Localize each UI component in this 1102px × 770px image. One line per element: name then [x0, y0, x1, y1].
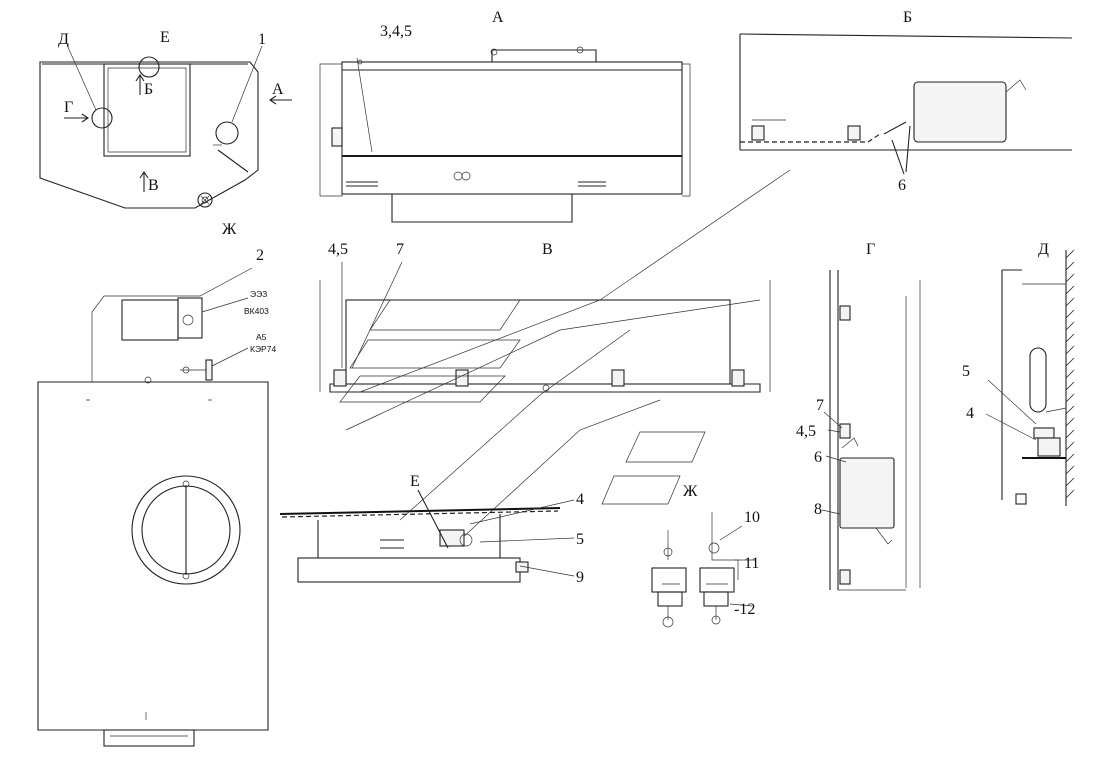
plan-view: Д Е 1 Г Б А В Ж [39, 29, 292, 238]
view-e-title: Е [410, 473, 420, 490]
callout-10: 10 [744, 509, 760, 526]
view-d-title: Д [1038, 241, 1049, 258]
wall-hatching [1065, 249, 1075, 499]
view-a: А 3,4,5 [319, 9, 691, 223]
wire-tag-1-top: ЭЭЗ [250, 289, 267, 299]
wiring-sketch: 2 ЭЭЗ ВК403 А5 КЭР74 [91, 247, 276, 384]
callout-12: -12 [734, 601, 755, 618]
callout-8-g: 8 [814, 501, 822, 518]
view-b: Б 6 [739, 9, 1073, 194]
marker-v: В [148, 177, 159, 194]
view-d: Д 5 4 [962, 241, 1075, 506]
callout-2: 2 [256, 247, 264, 264]
view-zh-title: Ж [683, 483, 698, 500]
marker-g: Г [64, 99, 73, 116]
marker-e: Е [160, 29, 170, 46]
lower-left-plate [37, 381, 269, 747]
view-v-title: В [542, 241, 553, 258]
wire-tag-1-bottom: ВК403 [244, 306, 269, 316]
wire-tag-2-bottom: КЭР74 [250, 344, 276, 354]
callout-4-d: 4 [966, 405, 974, 422]
view-v: В 4,5 7 [319, 169, 791, 541]
view-a-title: А [492, 9, 504, 26]
callout-345: 3,4,5 [380, 23, 412, 40]
callout-11: 11 [744, 555, 759, 572]
callout-9-e: 9 [576, 569, 584, 586]
wire-tag-2-top: А5 [256, 332, 267, 342]
view-g: Г 7 4,5 6 8 [796, 241, 921, 591]
marker-zh: Ж [222, 221, 237, 238]
callout-1: 1 [258, 31, 266, 48]
callout-7-v: 7 [396, 241, 404, 258]
view-e: Е 4 5 9 [279, 473, 584, 586]
view-zh: Ж 10 11 -12 [651, 483, 760, 628]
view-g-title: Г [866, 241, 875, 258]
marker-a: А [272, 81, 284, 98]
view-b-title: Б [903, 9, 912, 26]
callout-45-v: 4,5 [328, 241, 348, 258]
callout-4-e: 4 [576, 491, 584, 508]
marker-d: Д [58, 31, 69, 48]
callout-5-d: 5 [962, 363, 970, 380]
callout-7-g: 7 [816, 397, 824, 414]
callout-5-e: 5 [576, 531, 584, 548]
callout-45-g: 4,5 [796, 423, 816, 440]
marker-b: Б [144, 81, 153, 98]
callout-6-g: 6 [814, 449, 822, 466]
callout-6-b: 6 [898, 177, 906, 194]
